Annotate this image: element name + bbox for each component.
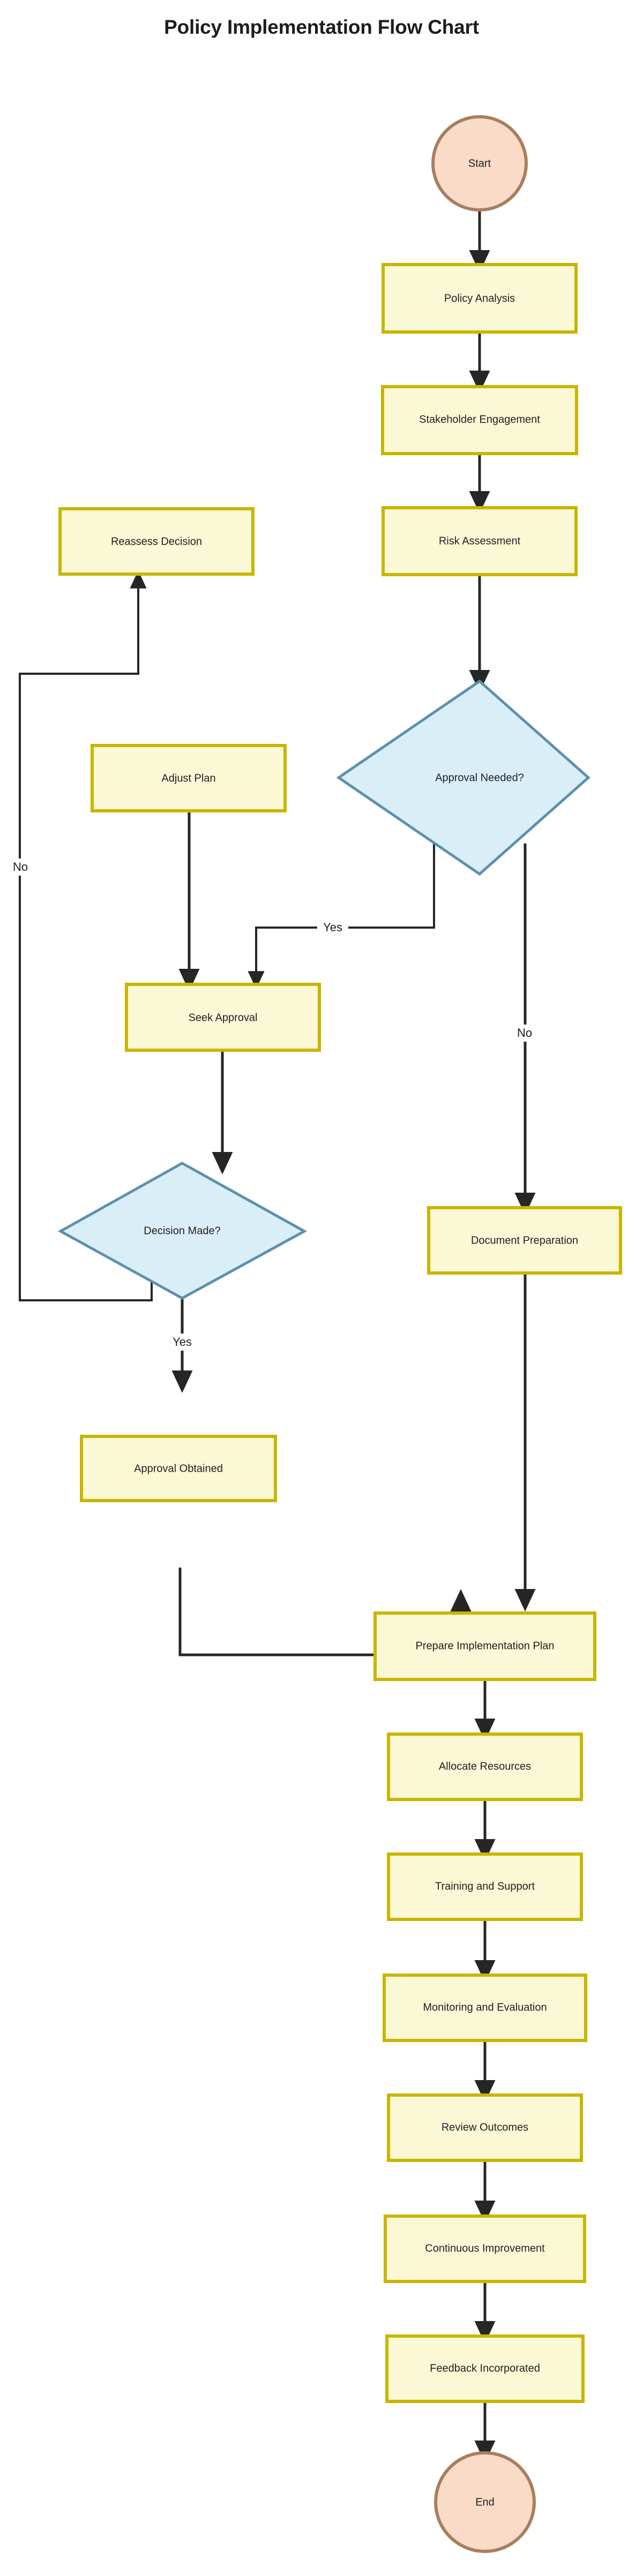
- decision-made-label: Decision Made?: [144, 1225, 220, 1237]
- reassess-decision-shape: [58, 507, 255, 576]
- edge-label-approval-needed-yes: Yes: [323, 921, 342, 934]
- start-label: Start: [468, 157, 491, 169]
- document-preparation-shape: [427, 1206, 622, 1275]
- node-allocate-resources[interactable]: Allocate Resources: [387, 1733, 583, 1801]
- policy-analysis-shape: [382, 263, 578, 334]
- node-seek-approval[interactable]: Seek Approval: [125, 983, 321, 1052]
- document-preparation-label: Document Preparation: [471, 1234, 578, 1246]
- edge-approval-needed-yes-to-seek-approval: [248, 843, 435, 989]
- adjust-plan-label: Adjust Plan: [161, 772, 215, 784]
- training-and-support-label: Training and Support: [435, 1880, 535, 1892]
- approval-obtained-shape: [80, 1435, 277, 1502]
- page-title: Policy Implementation Flow Chart: [164, 16, 479, 38]
- risk-assessment-shape: [382, 506, 578, 576]
- node-risk-assessment[interactable]: Risk Assessment: [382, 506, 578, 576]
- node-decision-made[interactable]: Decision Made?: [57, 1162, 308, 1300]
- yes-label-backdrop-approval: [317, 919, 348, 936]
- node-monitoring-and-evaluation[interactable]: Monitoring and Evaluation: [383, 1974, 587, 2042]
- node-approval-needed[interactable]: Approval Needed?: [336, 679, 590, 876]
- approval-obtained-label: Approval Obtained: [134, 1463, 223, 1474]
- risk-assessment-label: Risk Assessment: [439, 535, 521, 547]
- stakeholder-engagement-label: Stakeholder Engagement: [419, 413, 540, 425]
- start-terminal-shape: [431, 115, 528, 212]
- node-continuous-improvement[interactable]: Continuous Improvement: [384, 2215, 586, 2283]
- edge-label-approval-needed-no: No: [517, 1026, 532, 1040]
- approval-needed-shape: [336, 679, 590, 876]
- allocate-resources-shape: [387, 1733, 583, 1801]
- feedback-incorporated-label: Feedback Incorporated: [430, 2362, 540, 2374]
- node-end[interactable]: End: [434, 2451, 536, 2553]
- review-outcomes-label: Review Outcomes: [442, 2121, 528, 2133]
- feedback-incorporated-shape: [385, 2334, 585, 2403]
- review-outcomes-shape: [387, 2093, 583, 2162]
- policy-analysis-label: Policy Analysis: [444, 292, 515, 304]
- training-and-support-shape: [387, 1852, 583, 1921]
- no-label-backdrop-decision: [7, 858, 34, 876]
- node-reassess-decision[interactable]: Reassess Decision: [58, 507, 255, 576]
- edge-labels-layer: Yes No No Yes: [7, 858, 538, 1351]
- edge-label-decision-made-no: No: [13, 860, 28, 873]
- seek-approval-shape: [125, 983, 321, 1052]
- approval-needed-label: Approval Needed?: [435, 772, 524, 784]
- node-stakeholder-engagement[interactable]: Stakeholder Engagement: [381, 385, 578, 455]
- node-adjust-plan[interactable]: Adjust Plan: [91, 744, 287, 812]
- decision-made-shape: [57, 1162, 308, 1300]
- monitoring-and-evaluation-shape: [383, 1974, 587, 2042]
- no-label-backdrop-approval: [511, 1025, 538, 1042]
- edge-decision-made-no-to-reassess-decision: [19, 570, 153, 1301]
- continuous-improvement-shape: [384, 2215, 586, 2283]
- node-document-preparation[interactable]: Document Preparation: [427, 1206, 622, 1275]
- prepare-implementation-plan-shape: [373, 1611, 596, 1681]
- node-approval-obtained[interactable]: Approval Obtained: [80, 1435, 277, 1502]
- node-prepare-implementation-plan[interactable]: Prepare Implementation Plan: [373, 1611, 596, 1681]
- end-terminal-shape: [434, 2451, 536, 2553]
- prepare-implementation-plan-label: Prepare Implementation Plan: [415, 1640, 554, 1652]
- node-feedback-incorporated[interactable]: Feedback Incorporated: [385, 2334, 585, 2403]
- node-training-and-support[interactable]: Training and Support: [387, 1852, 583, 1921]
- edge-label-decision-made-yes: Yes: [173, 1335, 192, 1349]
- reassess-decision-label: Reassess Decision: [111, 536, 202, 547]
- continuous-improvement-label: Continuous Improvement: [425, 2242, 545, 2254]
- monitoring-and-evaluation-label: Monitoring and Evaluation: [423, 2001, 547, 2013]
- node-start[interactable]: Start: [431, 115, 528, 212]
- allocate-resources-label: Allocate Resources: [439, 1760, 531, 1772]
- adjust-plan-shape: [91, 744, 287, 812]
- node-review-outcomes[interactable]: Review Outcomes: [387, 2093, 583, 2162]
- node-policy-analysis[interactable]: Policy Analysis: [382, 263, 578, 334]
- end-label: End: [475, 2496, 495, 2508]
- yes-label-backdrop-decision: [166, 1334, 198, 1351]
- stakeholder-engagement-shape: [381, 385, 578, 455]
- seek-approval-label: Seek Approval: [189, 1012, 258, 1023]
